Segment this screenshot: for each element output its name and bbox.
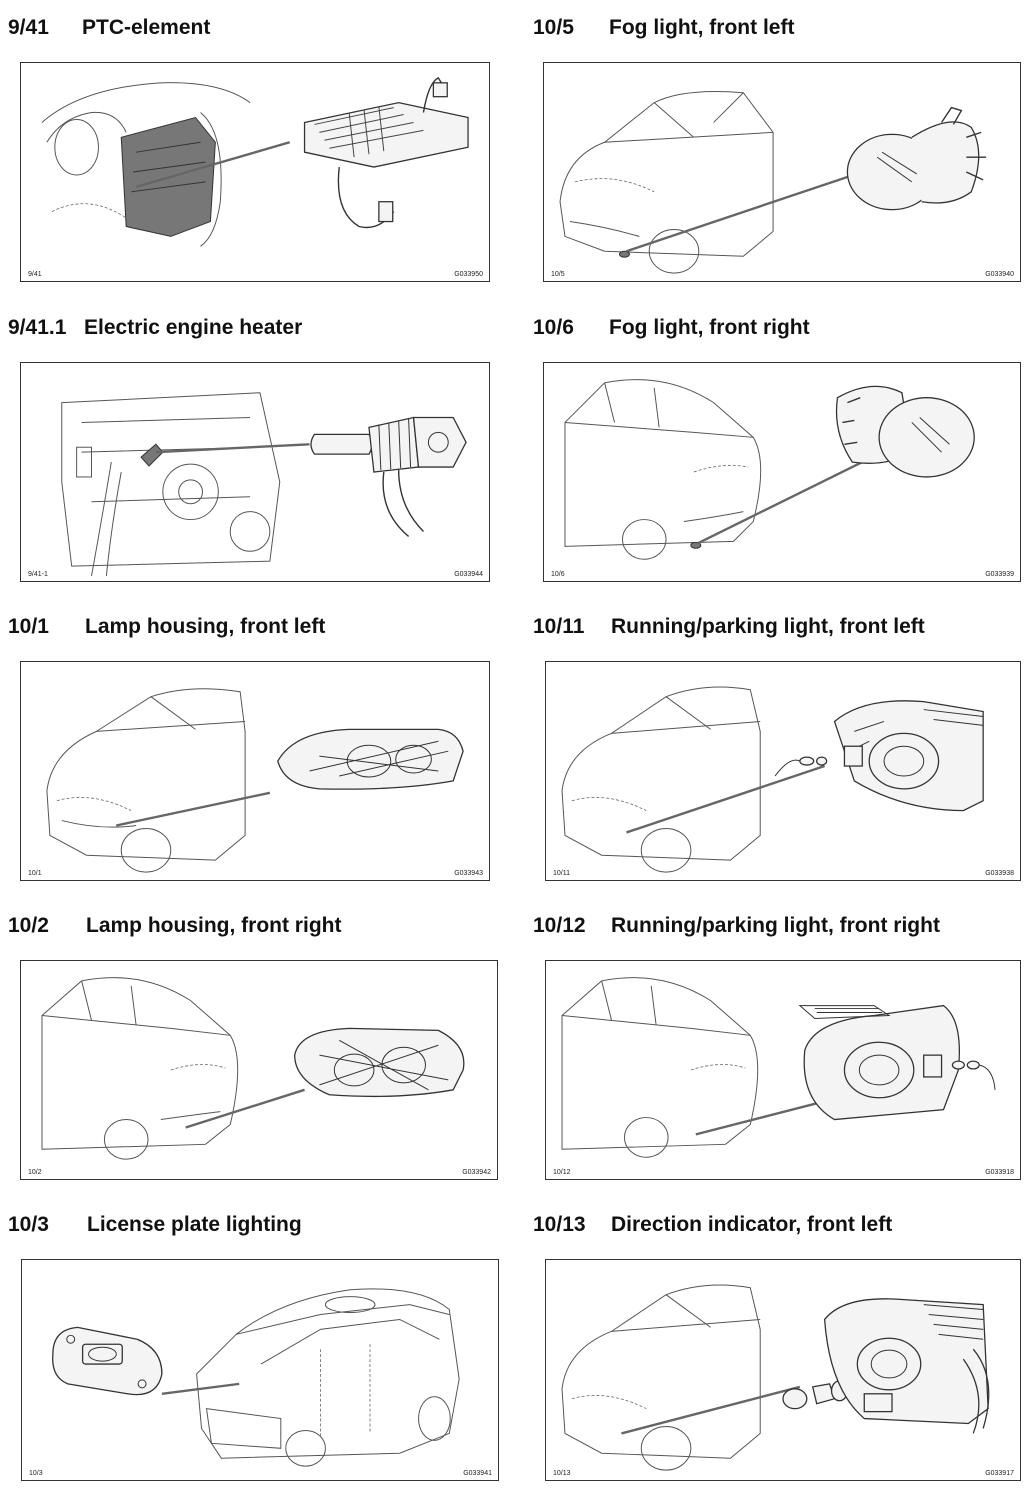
- item-title: Lamp housing, front left: [85, 615, 326, 638]
- illustration-panel: 10/3 G033941: [21, 1259, 499, 1481]
- item-heading: 9/41.1 Electric engine heater: [8, 316, 302, 340]
- figure-ref: 10/12: [553, 1169, 571, 1176]
- ptc-element-illustration: [41, 76, 469, 247]
- illustration-panel: 9/41 G033950: [20, 62, 490, 282]
- figure-code: G033943: [454, 870, 483, 877]
- figure-ref: 9/41-1: [28, 571, 48, 578]
- figure-code: G033917: [985, 1470, 1014, 1477]
- item-number: 10/13: [533, 1213, 586, 1236]
- item-number: 10/5: [533, 16, 574, 39]
- item-title: Electric engine heater: [84, 316, 303, 339]
- item-title: Lamp housing, front right: [86, 914, 342, 937]
- figure-code: G033942: [462, 1169, 491, 1176]
- item-number: 9/41.1: [8, 316, 67, 339]
- figure-code: G033940: [985, 271, 1014, 278]
- license-plate-light-illustration: [52, 1288, 460, 1467]
- illustration-panel: 10/12 G033918: [545, 960, 1021, 1180]
- item-number: 9/41: [8, 16, 49, 39]
- item-heading: 10/6 Fog light, front right: [533, 316, 810, 340]
- illustration-panel: 10/2 G033942: [20, 960, 498, 1180]
- fog-light-right-illustration: [564, 379, 975, 560]
- item-10-6: 10/6 Fog light, front right 10/6 G033939: [533, 316, 1028, 584]
- item-number: 10/11: [533, 615, 585, 638]
- figure-ref: 10/13: [553, 1470, 571, 1477]
- figure-ref: 10/3: [29, 1470, 43, 1477]
- figure-ref: 9/41: [28, 271, 42, 278]
- illustration-panel: 9/41-1 G033944: [20, 362, 490, 582]
- figure-code: G033950: [454, 271, 483, 278]
- headlamp-right-illustration: [41, 977, 465, 1160]
- item-title: Fog light, front left: [609, 16, 795, 39]
- item-heading: 10/5 Fog light, front left: [533, 16, 794, 40]
- item-heading: 10/3 License plate lighting: [8, 1213, 302, 1237]
- item-number: 10/2: [8, 914, 49, 937]
- headlamp-left-illustration: [46, 688, 464, 873]
- item-heading: 9/41 PTC-element: [8, 16, 210, 40]
- item-title: PTC-element: [82, 16, 211, 39]
- figure-code: G033918: [985, 1169, 1014, 1176]
- figure-code: G033944: [454, 571, 483, 578]
- figure-ref: 10/6: [551, 571, 565, 578]
- item-9-41: 9/41 PTC-element 9/41 G033950: [8, 16, 493, 284]
- item-heading: 10/1 Lamp housing, front left: [8, 615, 325, 639]
- engine-heater-illustration: [61, 392, 467, 577]
- figure-code: G033939: [985, 571, 1014, 578]
- item-10-1: 10/1 Lamp housing, front left 10/1 G03394…: [8, 615, 493, 883]
- illustration-panel: 10/11 G033938: [545, 661, 1021, 881]
- figure-code: G033941: [463, 1470, 492, 1477]
- item-number: 10/12: [533, 914, 586, 937]
- item-title: Running/parking light, front right: [611, 914, 940, 937]
- illustration-panel: 10/5 G033940: [543, 62, 1021, 282]
- fog-light-left-illustration: [559, 91, 987, 274]
- parking-light-right-illustration: [561, 977, 996, 1158]
- figure-ref: 10/1: [28, 870, 42, 877]
- item-9-41-1: 9/41.1 Electric engine heater 9/41-1 G033…: [8, 316, 493, 584]
- illustration-panel: 10/13 G033917: [545, 1259, 1021, 1481]
- item-10-5: 10/5 Fog light, front left 10/5 G033940: [533, 16, 1028, 284]
- item-10-2: 10/2 Lamp housing, front right 10/2 G0339…: [8, 914, 498, 1182]
- illustration-panel: 10/1 G033943: [20, 661, 490, 881]
- item-title: Running/parking light, front left: [611, 615, 925, 638]
- item-title: Fog light, front right: [609, 316, 810, 339]
- item-10-13: 10/13 Direction indicator, front left 10/…: [533, 1213, 1028, 1493]
- item-number: 10/3: [8, 1213, 49, 1236]
- figure-ref: 10/11: [553, 870, 570, 877]
- item-heading: 10/11 Running/parking light, front left: [533, 615, 925, 639]
- item-10-11: 10/11 Running/parking light, front left 1…: [533, 615, 1028, 883]
- item-number: 10/1: [8, 615, 49, 638]
- item-title: Direction indicator, front left: [611, 1213, 893, 1236]
- figure-ref: 10/2: [28, 1169, 42, 1176]
- figure-code: G033938: [985, 870, 1014, 877]
- item-heading: 10/12 Running/parking light, front right: [533, 914, 940, 938]
- item-heading: 10/13 Direction indicator, front left: [533, 1213, 892, 1237]
- illustration-panel: 10/6 G033939: [543, 362, 1021, 582]
- parking-light-left-illustration: [561, 686, 984, 873]
- item-title: License plate lighting: [87, 1213, 302, 1236]
- figure-ref: 10/5: [551, 271, 565, 278]
- direction-indicator-illustration: [561, 1284, 990, 1471]
- item-number: 10/6: [533, 316, 574, 339]
- item-heading: 10/2 Lamp housing, front right: [8, 914, 341, 938]
- item-10-3: 10/3 License plate lighting 10/3 G033941: [8, 1213, 499, 1493]
